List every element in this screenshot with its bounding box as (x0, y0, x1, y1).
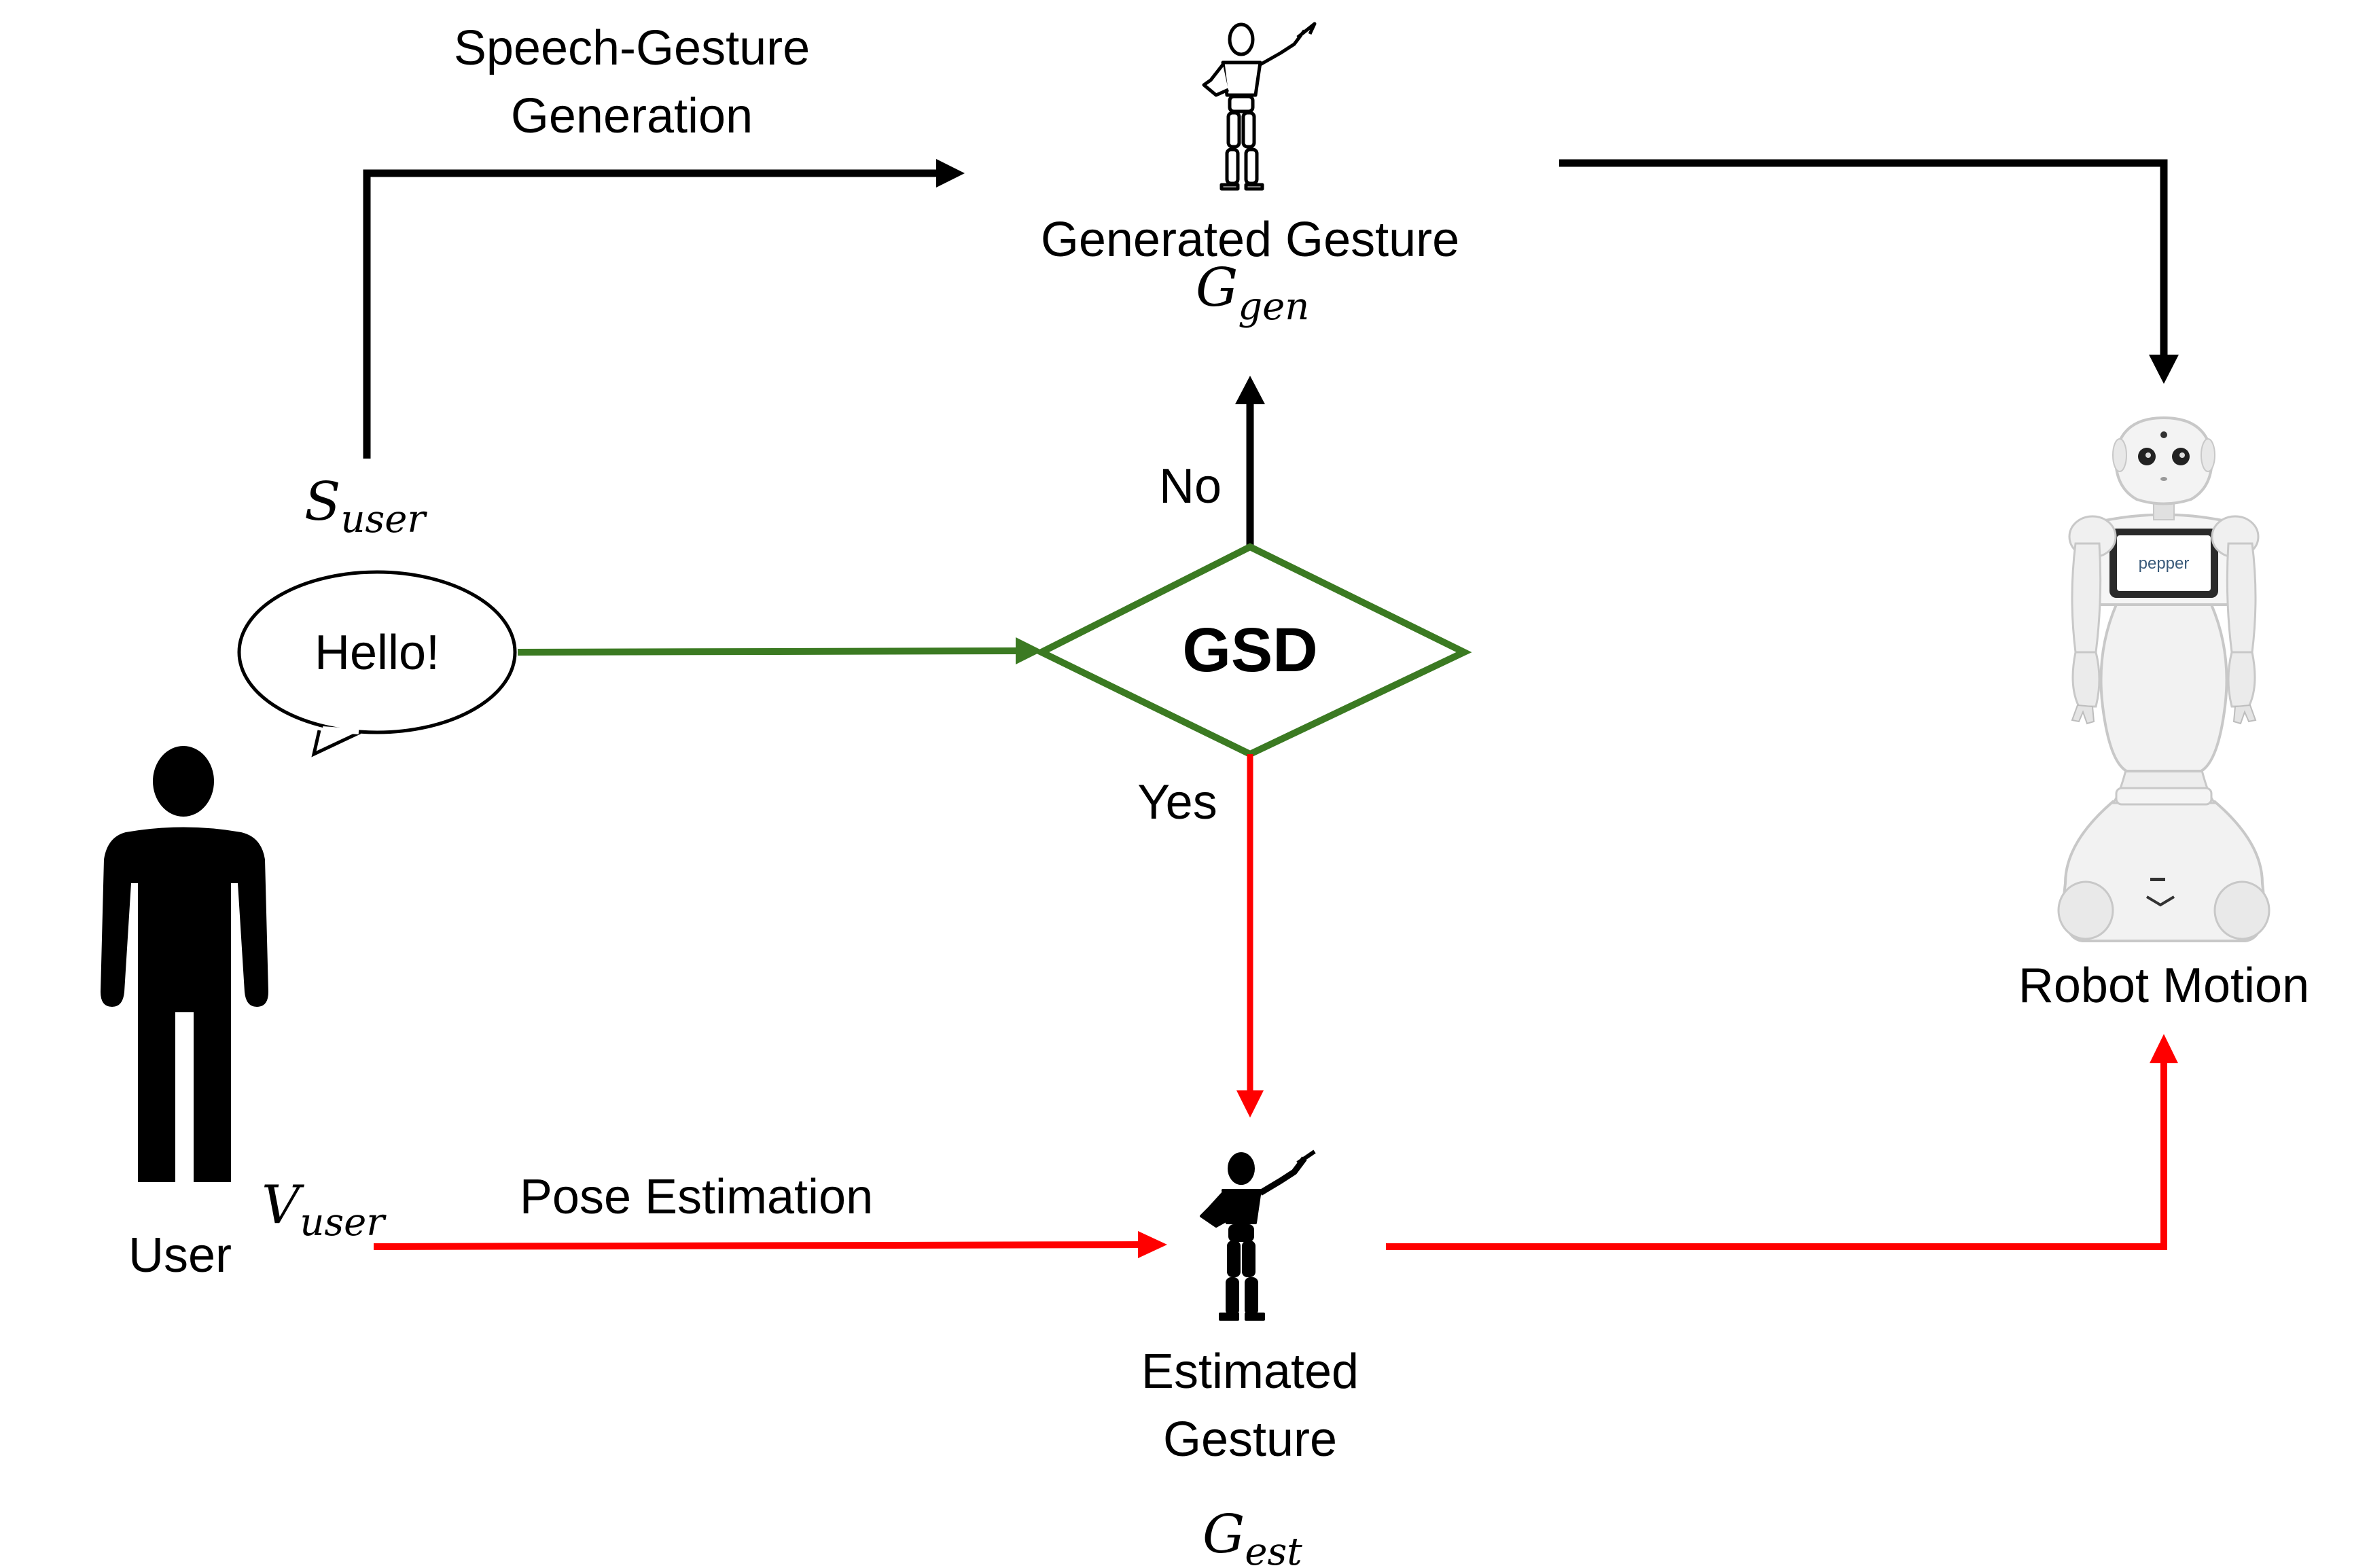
estimated-to-robot-arrow (1386, 1034, 2178, 1250)
no-label: No (1159, 459, 1222, 514)
speech-gesture-label-line2: Generation (511, 89, 753, 143)
estimated-gesture-label-line1: Estimated (1141, 1344, 1359, 1399)
speech-gesture-arrow (363, 159, 965, 459)
speech-to-gsd-arrow (517, 637, 1043, 664)
generated-gesture-label: Generated Gesture (1041, 213, 1459, 267)
hello-text: Hello! (315, 626, 440, 680)
s-user-symbol: Suser (304, 471, 427, 541)
yes-arrow (1236, 754, 1264, 1118)
robot-screen-text: pepper (2139, 554, 2190, 573)
generated-to-robot-arrow (1559, 159, 2179, 384)
pepper-robot-icon: pepper (2057, 416, 2270, 942)
pose-estimation-label: Pose Estimation (520, 1170, 873, 1224)
pose-estimation-arrow (373, 1231, 1167, 1258)
wooden-mannequin-outline-icon (1202, 22, 1317, 191)
speech-gesture-label-line1: Speech-Gesture (454, 21, 810, 75)
g-gen-symbol: Ggen (1196, 257, 1309, 329)
no-arrow (1235, 376, 1265, 547)
gsd-label: GSD (1182, 616, 1317, 685)
v-user-symbol: Vuser (262, 1175, 387, 1245)
yes-label: Yes (1137, 775, 1217, 830)
gsd-decision: GSD (1033, 543, 1472, 758)
estimated-gesture-label-line2: Gesture (1163, 1412, 1337, 1467)
user-label: User (128, 1228, 232, 1283)
robot-motion-label: Robot Motion (2018, 959, 2309, 1013)
wooden-mannequin-filled-icon (1200, 1150, 1316, 1321)
g-est-symbol: Gest (1203, 1504, 1302, 1568)
speech-bubble-icon: Hello! (237, 570, 517, 758)
person-icon (101, 746, 268, 1182)
